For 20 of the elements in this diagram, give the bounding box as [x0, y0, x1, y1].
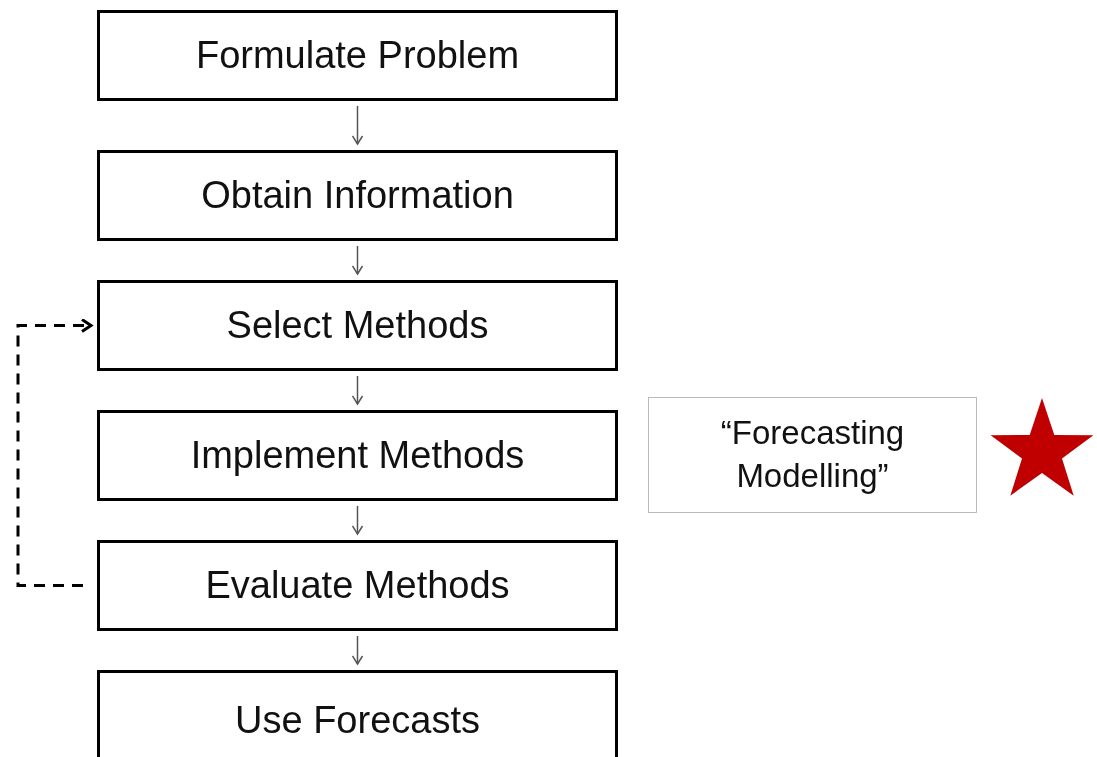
box-label: Obtain Information	[201, 174, 514, 217]
dashed-feedback-arrow	[16, 318, 93, 587]
process-box	[97, 670, 618, 757]
arrow	[351, 245, 364, 275]
process-box	[97, 10, 618, 101]
box-label: Use Forecasts	[235, 698, 480, 742]
note-box	[648, 397, 977, 513]
arrow	[351, 635, 364, 665]
arrow	[351, 505, 364, 535]
process-box	[97, 150, 618, 241]
box-label: Formulate Problem	[195, 34, 520, 77]
arrow	[351, 375, 364, 405]
process-box	[97, 410, 618, 501]
box-label: “Forecasting Modelling”	[719, 413, 906, 496]
process-box	[97, 540, 618, 631]
box-label: Implement Methods	[190, 434, 525, 477]
process-box	[97, 280, 618, 371]
box-label: Evaluate Methods	[205, 564, 510, 607]
box-label: Select Methods	[226, 304, 489, 347]
arrow	[351, 105, 364, 145]
